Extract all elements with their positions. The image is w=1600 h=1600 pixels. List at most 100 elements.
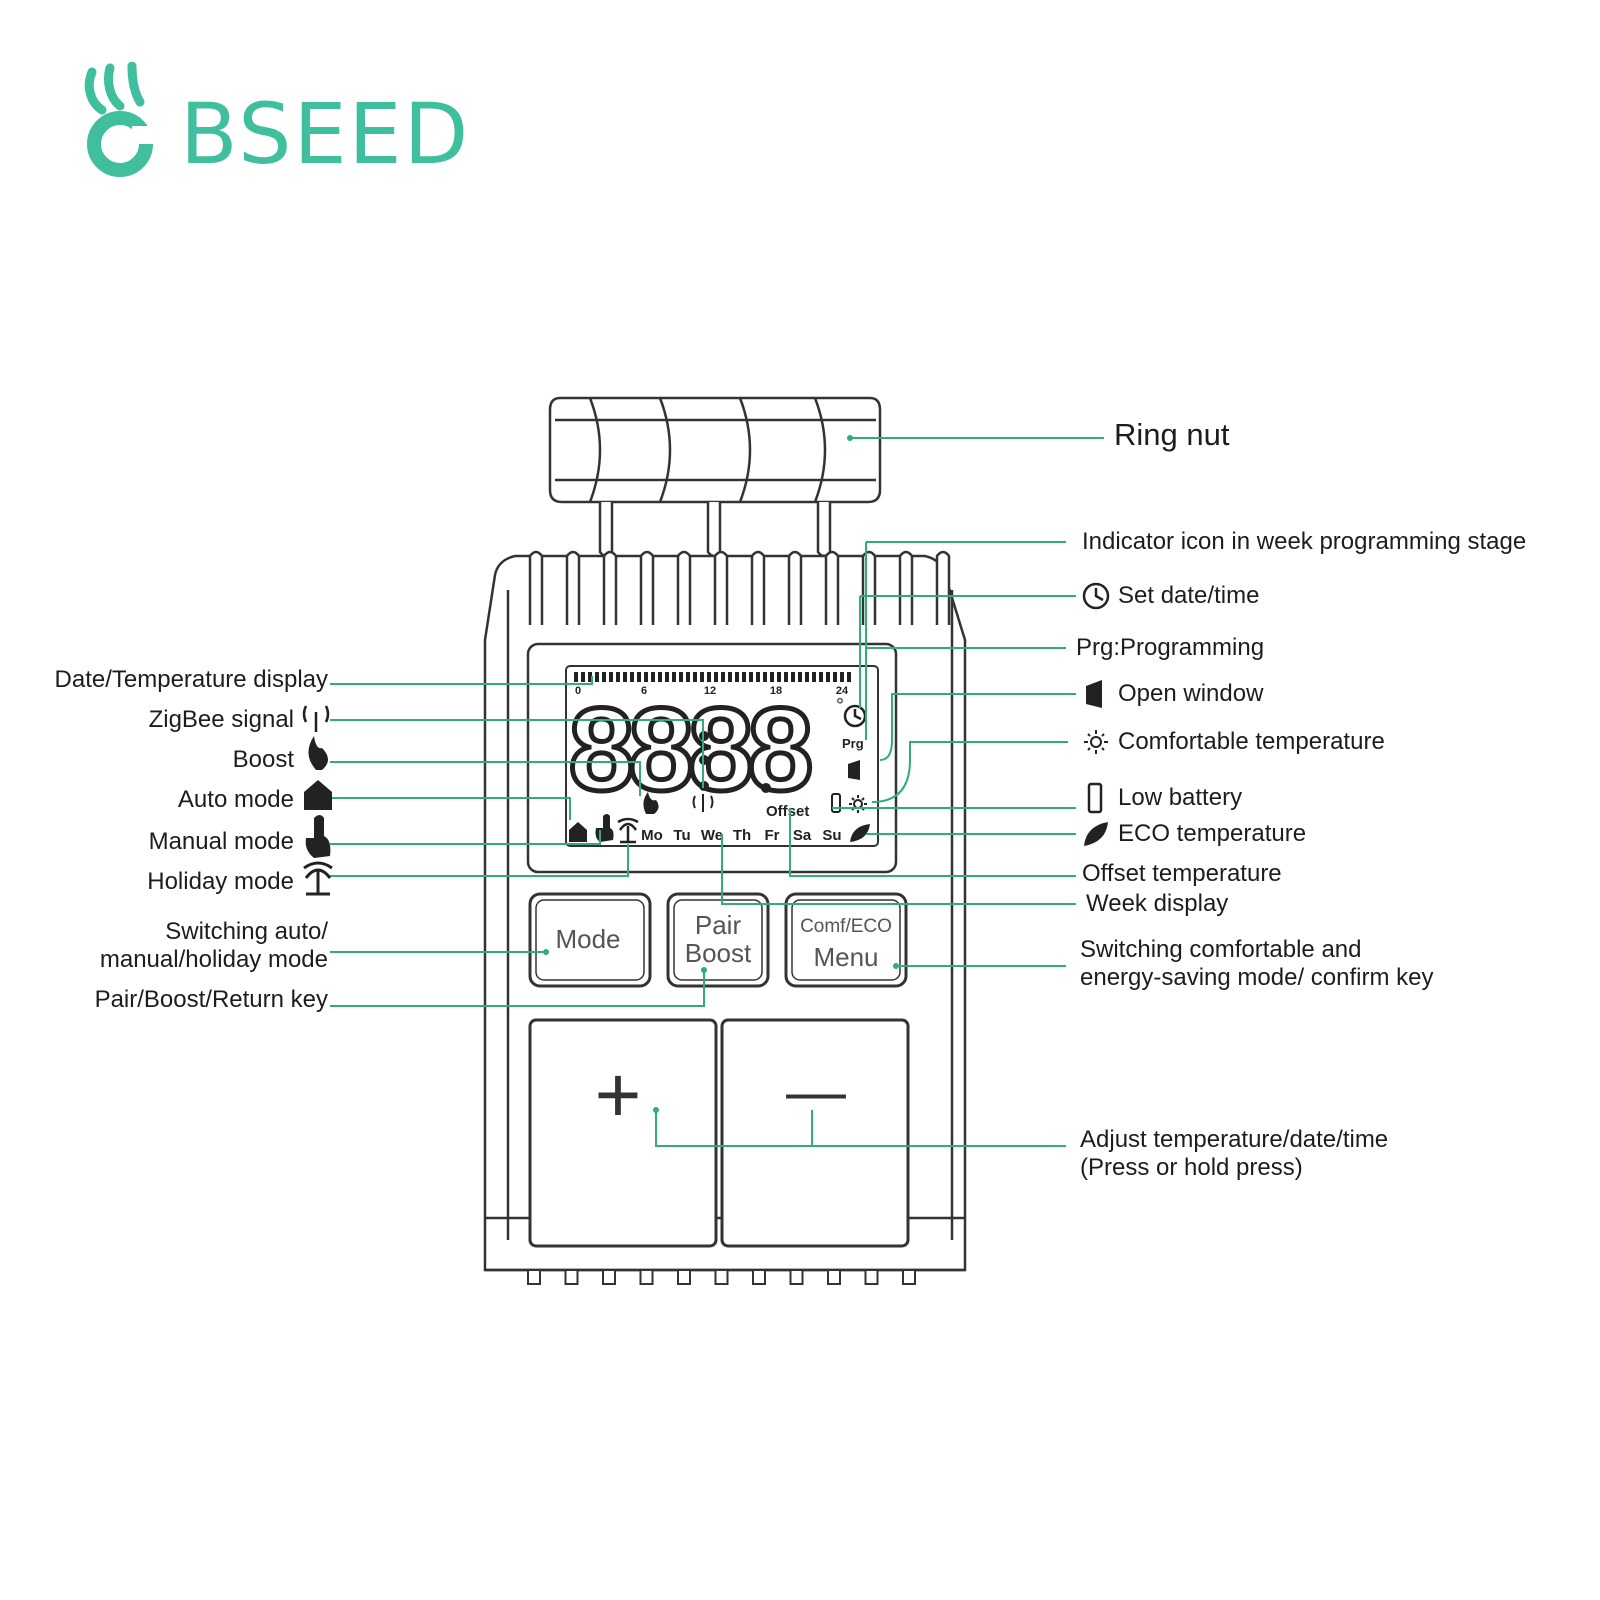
scale-tick (630, 672, 634, 682)
low-battery-icon (1087, 782, 1103, 814)
bottom-tooth (527, 1269, 541, 1285)
scale-tick (665, 672, 669, 682)
scale-tick (840, 672, 844, 682)
lcd-digits: 8888 (569, 684, 810, 816)
scale-tick (819, 672, 823, 682)
lcd-flame-icon (643, 792, 659, 814)
bseed-logo-icon (84, 62, 156, 177)
lcd-palm-icon (617, 817, 639, 844)
leader-lines (330, 437, 1104, 1147)
minus-label: — (786, 1058, 846, 1125)
boost-button-label: Boost (685, 938, 752, 968)
scale-label: 24 (836, 685, 849, 697)
scale-tick (623, 672, 627, 682)
fin (750, 550, 766, 625)
scale-label: 12 (704, 685, 716, 697)
ring-nut (548, 396, 882, 504)
scale-tick (707, 672, 711, 682)
battery-icon (831, 793, 841, 813)
boost-flame-icon (308, 736, 328, 770)
bottom-tooth (639, 1269, 654, 1285)
scale-tick (833, 672, 837, 682)
mode-button[interactable]: Mode (528, 892, 652, 988)
open-window-icon (1086, 680, 1102, 708)
weekday-fr: Fr (765, 827, 780, 844)
fin (787, 550, 803, 625)
scale-tick (609, 672, 613, 682)
bottom-tooth (827, 1269, 841, 1285)
scale-tick (784, 672, 788, 682)
scale-tick (672, 672, 676, 682)
degree-symbol: ° (836, 695, 844, 717)
bottom-tooth (864, 1269, 879, 1285)
scale-tick (777, 672, 781, 682)
zigbee-signal-icon (302, 705, 330, 732)
scale-tick (847, 672, 851, 682)
scale-tick (826, 672, 830, 682)
fin (898, 550, 914, 625)
holiday-palm-icon (303, 861, 333, 896)
label-auto-mode: Auto mode (177, 786, 294, 813)
label-adjust-2: (Press or hold press) (1080, 1154, 1303, 1181)
lcd-offset-text: Offset (766, 803, 809, 820)
fin (824, 550, 840, 625)
bottom-tooth (789, 1269, 804, 1285)
scale-tick (735, 672, 739, 682)
scale-tick (651, 672, 655, 682)
minus-button[interactable]: — (720, 1018, 910, 1248)
fin (565, 550, 581, 625)
comf-eco-menu-button[interactable]: Comf/ECO Menu (784, 892, 908, 988)
lcd-prg-text: Prg (842, 736, 864, 751)
label-manual-mode: Manual mode (148, 828, 294, 855)
bottom-tooth (714, 1269, 729, 1285)
fin (528, 550, 544, 625)
scale-tick (574, 672, 578, 682)
leaf-icon (850, 824, 870, 842)
set-date-clock-icon (1082, 582, 1110, 610)
scale-tick (637, 672, 641, 682)
label-open-window: Open window (1118, 680, 1264, 707)
pair-boost-button[interactable]: Pair Boost (666, 892, 770, 988)
scale-tick (588, 672, 592, 682)
plus-button[interactable]: + (528, 1018, 718, 1248)
weekday-mo: Mo (641, 827, 663, 844)
scale-label: 6 (641, 685, 647, 697)
scale-tick (791, 672, 795, 682)
comf-eco-label: Comf/ECO (800, 916, 892, 937)
manual-hand-icon (305, 815, 331, 858)
label-week-display: Week display (1086, 890, 1229, 917)
weekday-we: We (701, 827, 723, 844)
scale-tick (714, 672, 718, 682)
label-holiday-mode: Holiday mode (147, 868, 294, 895)
label-switch-comf-2: energy-saving mode/ confirm key (1080, 964, 1434, 991)
bottom-tooth (902, 1269, 916, 1285)
fin (713, 550, 729, 625)
weekday-tu: Tu (673, 827, 690, 844)
label-boost: Boost (232, 746, 294, 773)
label-adjust-1: Adjust temperature/date/time (1080, 1126, 1389, 1153)
bottom-tooth (564, 1269, 579, 1285)
fin (676, 550, 692, 625)
bottom-tooth (677, 1269, 691, 1285)
label-comfortable-temp: Comfortable temperature (1118, 728, 1385, 755)
scale-tick (693, 672, 697, 682)
weekday-th: Th (733, 827, 751, 844)
fin (602, 550, 618, 625)
scale-tick (812, 672, 816, 682)
bottom-tooth (602, 1269, 616, 1285)
weekday-su: Su (822, 827, 841, 844)
scale-label: 0 (575, 685, 581, 697)
scale-tick (595, 672, 599, 682)
scale-tick (756, 672, 760, 682)
time-scale-bar (574, 672, 851, 682)
label-ring-nut: Ring nut (1114, 417, 1230, 452)
label-switch-comf-1: Switching comfortable and (1080, 936, 1362, 963)
lcd-house-icon (569, 822, 587, 842)
window-icon (848, 760, 860, 780)
scale-tick (581, 672, 585, 682)
scale-tick (721, 672, 725, 682)
label-switch-mode-1: Switching auto/ (165, 918, 328, 945)
scale-tick (798, 672, 802, 682)
auto-house-icon (304, 780, 332, 810)
